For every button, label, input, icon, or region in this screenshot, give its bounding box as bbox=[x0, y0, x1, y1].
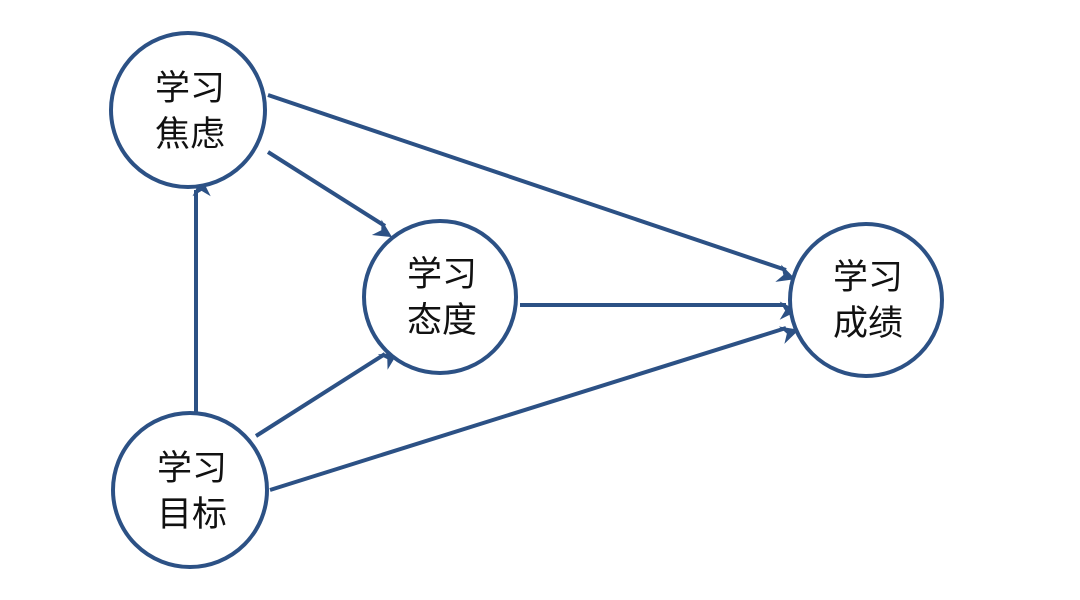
node-goal-label-2: 目标 bbox=[157, 495, 227, 535]
node-attitude bbox=[362, 219, 518, 375]
node-attitude-label-2: 态度 bbox=[407, 301, 477, 341]
edge-goal-attitude bbox=[254, 352, 399, 438]
node-goal-label-1: 学习 bbox=[157, 449, 227, 489]
edge-anxiety-performance bbox=[267, 93, 796, 282]
node-goal bbox=[111, 411, 269, 569]
node-anxiety-label-1: 学习 bbox=[155, 69, 225, 109]
node-anxiety bbox=[109, 31, 267, 189]
node-performance-label-1: 学习 bbox=[833, 258, 903, 298]
node-attitude-label-1: 学习 bbox=[407, 255, 477, 295]
node-performance-label-2: 成绩 bbox=[833, 304, 903, 344]
edge-anxiety-attitude bbox=[266, 150, 393, 238]
node-performance bbox=[788, 222, 944, 378]
node-anxiety-label-2: 焦虑 bbox=[155, 115, 225, 155]
edge-goal-performance bbox=[269, 326, 800, 492]
